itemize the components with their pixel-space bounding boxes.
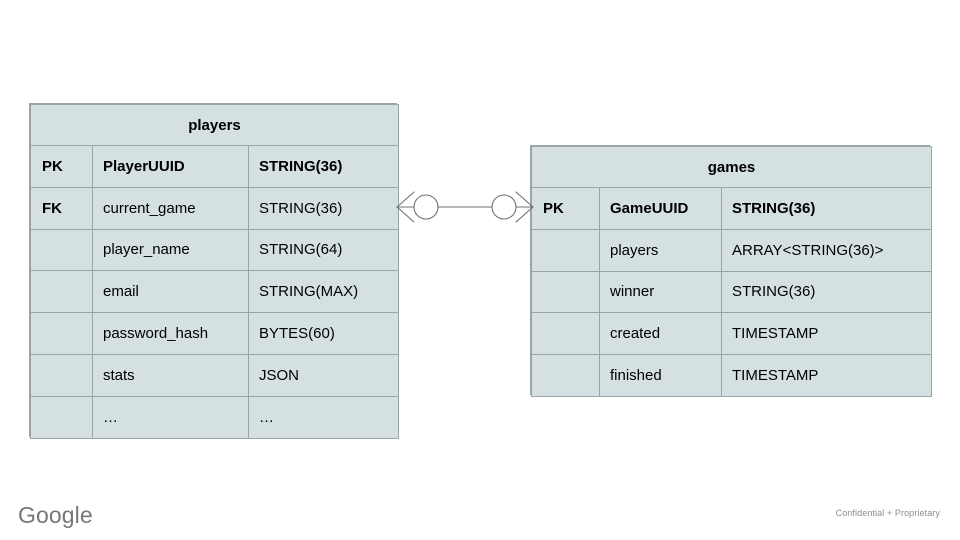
- field-type-ellipsis: …: [248, 395, 399, 439]
- key-badge-pk: PK: [30, 145, 93, 188]
- table-row: FK current_game STRING(36): [30, 186, 399, 230]
- key-badge-fk: FK: [30, 186, 93, 230]
- field-name: player_name: [92, 228, 249, 272]
- field-name: GameUUID: [599, 187, 722, 230]
- field-name: winner: [599, 270, 722, 314]
- entity-table-games: games PK GameUUID STRING(36) players ARR…: [530, 145, 932, 397]
- field-name: current_game: [92, 186, 249, 230]
- field-type: TIMESTAMP: [721, 354, 932, 397]
- field-name-ellipsis: …: [92, 395, 249, 439]
- entity-title-games: games: [531, 146, 932, 188]
- table-row: password_hash BYTES(60): [30, 312, 399, 355]
- cardinality-circle-right: [491, 194, 517, 220]
- field-type: STRING(36): [248, 186, 399, 230]
- field-name: PlayerUUID: [92, 145, 249, 188]
- field-name: players: [599, 228, 722, 272]
- key-badge-pk: PK: [531, 187, 600, 230]
- entity-title-players: players: [30, 104, 399, 146]
- google-logo: Google: [18, 502, 93, 528]
- field-type: JSON: [248, 353, 399, 397]
- field-name: email: [92, 270, 249, 314]
- field-name: password_hash: [92, 312, 249, 355]
- table-row: winner STRING(36): [531, 270, 932, 314]
- key-badge-empty: [30, 270, 93, 314]
- key-badge-empty: [30, 312, 93, 355]
- slide-footer: Google Confidential + Proprietary: [0, 495, 960, 540]
- table-row: stats JSON: [30, 353, 399, 397]
- entity-title-row: games: [531, 146, 932, 188]
- entity-title-row: players: [30, 104, 399, 146]
- field-name: created: [599, 312, 722, 356]
- field-name: finished: [599, 354, 722, 397]
- key-badge-empty: [531, 228, 600, 272]
- crowsfoot-left-upper: [396, 191, 415, 208]
- key-badge-empty: [531, 270, 600, 314]
- cardinality-circle-left: [413, 194, 439, 220]
- table-row: PK PlayerUUID STRING(36): [30, 145, 399, 188]
- field-type: STRING(36): [721, 270, 932, 314]
- entity-table-players: players PK PlayerUUID STRING(36) FK curr…: [29, 103, 399, 439]
- field-type: BYTES(60): [248, 312, 399, 355]
- field-type: TIMESTAMP: [721, 312, 932, 356]
- table-row: created TIMESTAMP: [531, 312, 932, 356]
- key-badge-empty: [30, 228, 93, 272]
- table-row: PK GameUUID STRING(36): [531, 187, 932, 230]
- field-type: STRING(MAX): [248, 270, 399, 314]
- table-row: players ARRAY<STRING(36)>: [531, 228, 932, 272]
- table-row: player_name STRING(64): [30, 228, 399, 272]
- entity-grid-games: games PK GameUUID STRING(36) players ARR…: [531, 146, 932, 397]
- field-type: STRING(36): [721, 187, 932, 230]
- relationship-connector-players-games: [396, 191, 534, 223]
- key-badge-empty: [30, 395, 93, 439]
- crowsfoot-left-lower: [396, 206, 415, 223]
- table-row: … …: [30, 395, 399, 439]
- table-row: email STRING(MAX): [30, 270, 399, 314]
- field-type: STRING(36): [248, 145, 399, 188]
- field-type: ARRAY<STRING(36)>: [721, 228, 932, 272]
- key-badge-empty: [30, 353, 93, 397]
- field-name: stats: [92, 353, 249, 397]
- field-type: STRING(64): [248, 228, 399, 272]
- key-badge-empty: [531, 312, 600, 356]
- confidentiality-notice: Confidential + Proprietary: [835, 508, 940, 518]
- key-badge-empty: [531, 354, 600, 397]
- entity-grid-players: players PK PlayerUUID STRING(36) FK curr…: [30, 104, 399, 439]
- table-row: finished TIMESTAMP: [531, 354, 932, 397]
